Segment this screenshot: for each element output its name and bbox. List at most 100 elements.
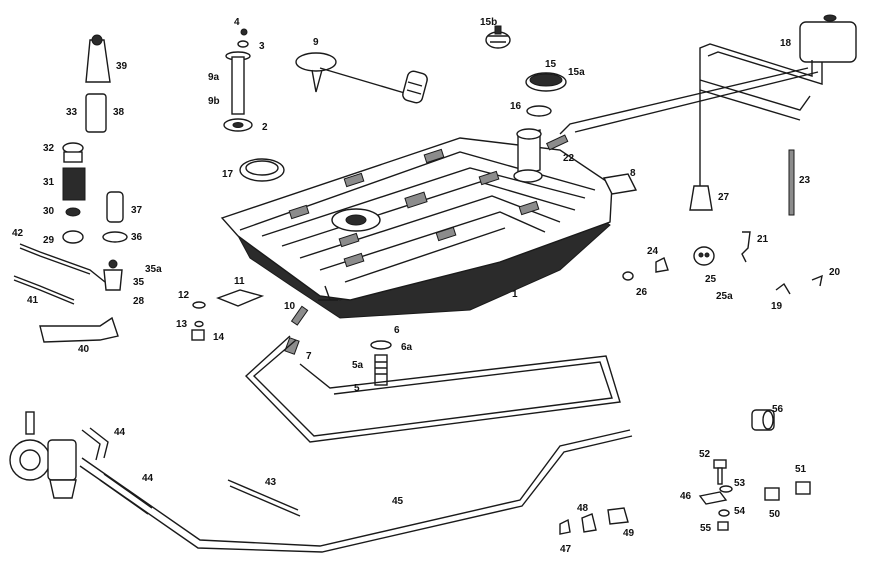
callout-56: 56 [772,404,784,415]
filter-part-31 [62,167,86,201]
callout-16: 16 [510,101,522,112]
callout-14: 14 [213,332,225,343]
callout-13: 13 [176,319,188,330]
callout-48: 48 [577,503,589,514]
callout-36: 36 [131,232,143,243]
rod-part-23 [788,149,795,216]
clip-part-24 [655,257,669,273]
callout-43: 43 [265,477,277,488]
callout-8: 8 [630,168,636,179]
callout-35a: 35a [145,264,162,275]
vent-hose-part-22 [546,134,569,151]
clamp-part-35 [103,259,123,291]
callout-9: 9 [313,37,319,48]
bracket-part-11 [216,289,265,307]
fuel-tank-part-1 [220,128,613,319]
callout-15b: 15b [480,17,498,28]
pad-part-8 [602,173,638,195]
callout-32: 32 [43,143,55,154]
clip-part-47 [559,518,571,535]
callout-46: 46 [680,491,692,502]
cap-part-15 [525,72,567,92]
fitting-part-50 [764,487,780,501]
callout-9b: 9b [208,96,220,107]
callout-53: 53 [734,478,746,489]
callout-52: 52 [699,449,711,460]
nut-part-14 [191,329,205,341]
callout-18: 18 [780,38,792,49]
strainer-cap-part-32 [62,142,84,163]
callout-31: 31 [43,177,55,188]
ring-part-29 [62,230,84,244]
bowl-part-37 [106,191,124,223]
callout-47: 47 [560,544,572,555]
callout-44-upper: 44 [114,427,126,438]
seal-part-17 [239,158,285,182]
callout-6a: 6a [401,342,413,353]
bracket-part-40 [39,316,119,343]
washer-part-12 [192,301,206,309]
callout-40: 40 [78,344,90,355]
callout-1: 1 [512,289,518,300]
washer-part-30 [65,207,81,217]
callout-7: 7 [306,351,312,362]
callout-9a: 9a [208,72,220,83]
clip-part-49 [607,507,629,525]
callout-25: 25 [705,274,717,285]
callout-4: 4 [234,17,240,28]
callout-37: 37 [131,205,143,216]
callout-6: 6 [394,325,400,336]
callout-55: 55 [700,523,712,534]
callout-41: 41 [27,295,39,306]
callout-15: 15 [545,59,557,70]
seal-part-16 [526,105,552,117]
callout-28: 28 [133,296,145,307]
callout-2: 2 [262,122,268,133]
hose-part-41 [13,275,75,301]
callout-38: 38 [113,107,125,118]
callout-3: 3 [259,41,265,52]
nut-part-26 [622,271,634,281]
hose-part-44-upper [81,429,101,461]
callout-54: 54 [734,506,746,517]
callout-42: 42 [12,228,24,239]
callout-20: 20 [829,267,841,278]
callout-50: 50 [769,509,781,520]
callout-10: 10 [284,301,296,312]
callout-5a: 5a [352,360,364,371]
callout-22: 22 [563,153,575,164]
callout-26: 26 [636,287,648,298]
clip-part-39 [85,34,111,83]
hose-part-42 [19,243,106,283]
callout-29: 29 [43,235,55,246]
washer-part-54 [718,509,730,517]
callout-11: 11 [234,276,245,287]
callout-23: 23 [799,175,811,186]
callout-39: 39 [116,61,128,72]
clip-part-21 [741,231,751,263]
hose-part-43 [227,479,299,511]
callout-27: 27 [718,192,730,203]
washer-part-13 [194,320,204,328]
callout-44-lower: 44 [142,473,154,484]
fuel-gauge-sender-part-9 [295,52,428,104]
callout-51: 51 [795,464,807,475]
clip-part-48 [581,513,597,533]
callout-15a: 15a [568,67,585,78]
callout-33: 33 [66,107,78,118]
callout-45: 45 [392,496,404,507]
fuel-line-part-45 [81,429,631,547]
bracket-part-46 [698,491,728,505]
fitting-part-51 [795,481,811,495]
clip-part-19 [775,282,791,295]
hose-part-7 [284,337,300,355]
sleeve-part-33 [85,93,107,133]
sender-tube-assembly [223,28,253,132]
hose-part-10 [290,305,309,326]
fuel-pump [9,411,77,499]
callout-12: 12 [178,290,190,301]
fuel-line-loop [244,335,621,443]
bushing-part-56 [751,409,775,431]
